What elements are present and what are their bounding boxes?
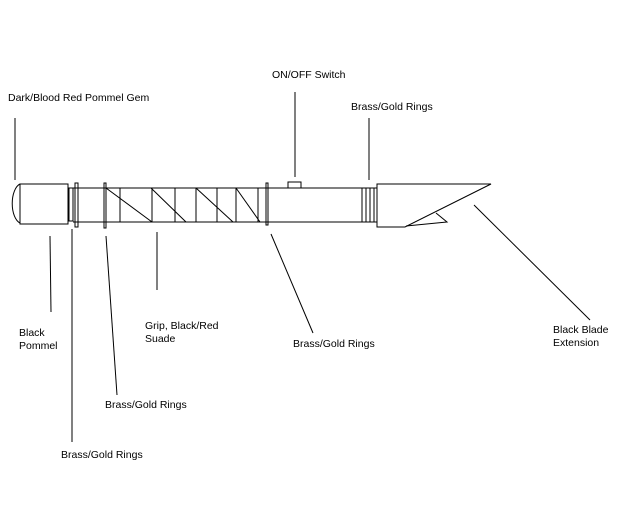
label-rings-bottom: Brass/Gold Rings (61, 449, 143, 461)
label-pommel: Black Pommel (19, 327, 58, 353)
ring-3 (265, 182, 269, 226)
label-rings-grip: Brass/Gold Rings (105, 399, 187, 411)
label-grip-line2: Suade (145, 333, 176, 345)
label-grip-line1: Grip, Black/Red (145, 320, 219, 332)
brass-rings (361, 188, 375, 222)
label-rings-mid: Brass/Gold Rings (293, 338, 375, 350)
blade-extension (376, 183, 492, 228)
pommel-gem (11, 183, 21, 224)
label-blade: Black Blade Extension (553, 324, 608, 350)
label-pommel-line1: Black (19, 327, 45, 339)
ring-1 (74, 182, 79, 228)
label-rings-top: Brass/Gold Rings (351, 101, 433, 113)
leader-lines (14, 92, 591, 442)
label-blade-line1: Black Blade (553, 324, 609, 336)
pommel (19, 183, 69, 225)
label-pommel-gem: Dark/Blood Red Pommel Gem (8, 92, 150, 104)
label-switch: ON/OFF Switch (272, 69, 346, 81)
label-blade-line2: Extension (553, 337, 600, 349)
ring-2 (103, 182, 107, 229)
pommel-collar (68, 187, 74, 222)
blade-fin (405, 212, 449, 227)
label-grip: Grip, Black/Red Suade (145, 320, 219, 346)
on-off-switch (287, 181, 302, 189)
grip-wrap (105, 187, 261, 223)
label-pommel-line2: Pommel (19, 340, 58, 352)
